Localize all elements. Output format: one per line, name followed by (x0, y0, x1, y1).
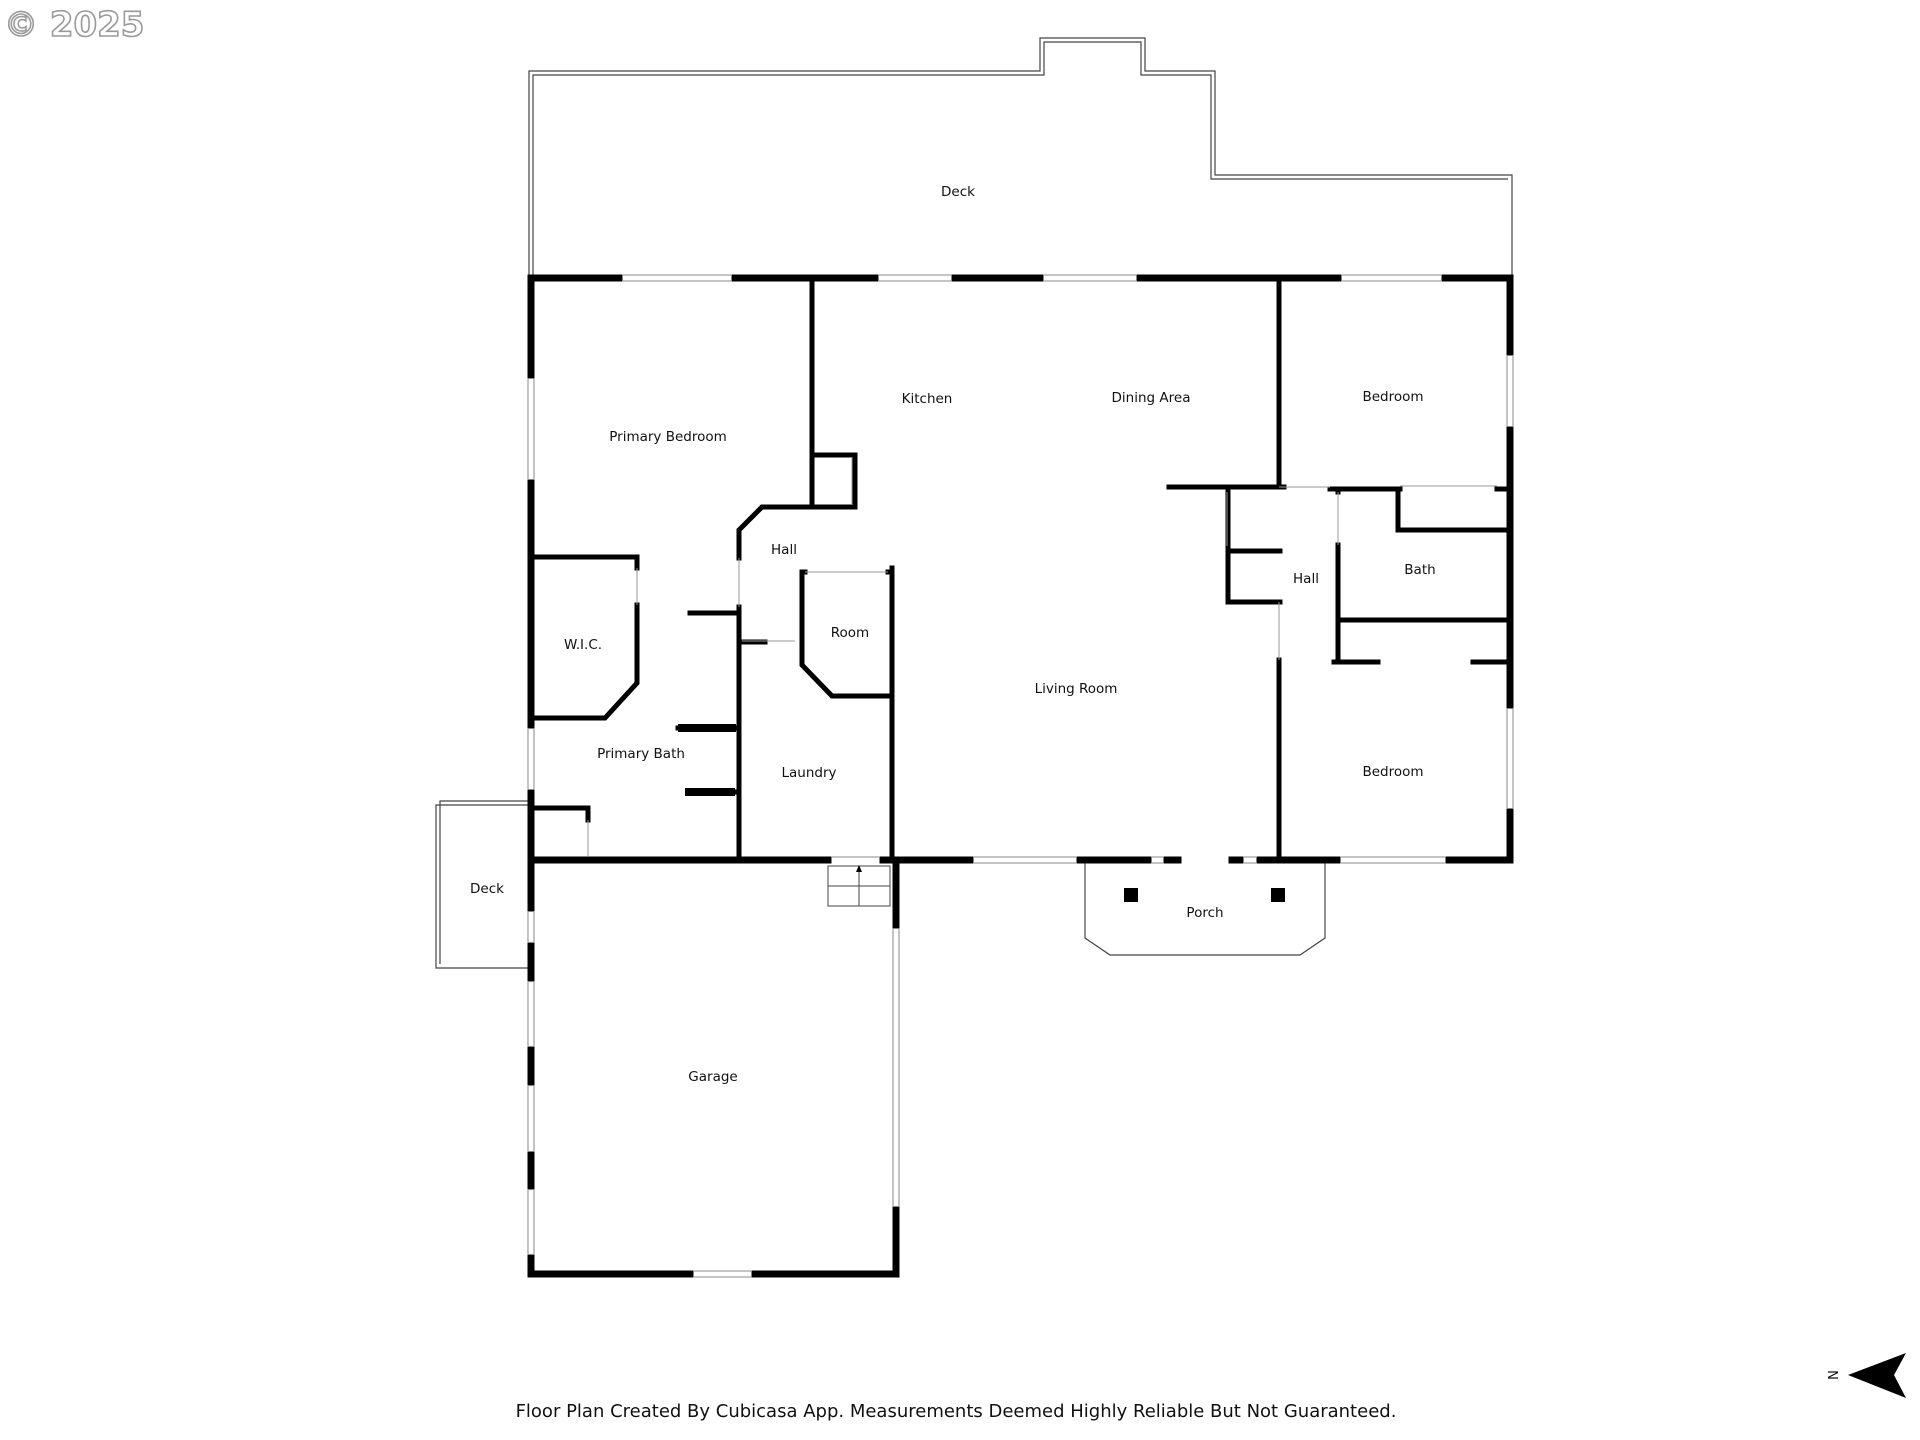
label-hall-left: Hall (771, 542, 797, 558)
label-garage: Garage (688, 1069, 737, 1085)
label-bedroom-upper: Bedroom (1362, 389, 1423, 405)
label-wic: W.I.C. (564, 637, 602, 653)
north-arrow-icon (1848, 1353, 1906, 1398)
door-openings (587, 458, 1497, 856)
label-hall-right: Hall (1293, 571, 1319, 587)
porch-post-right (1271, 888, 1285, 902)
label-dining-area: Dining Area (1112, 390, 1191, 406)
label-kitchen: Kitchen (902, 391, 953, 407)
porch-outline (1084, 858, 1326, 956)
porch-post-left (1124, 888, 1138, 902)
bath-fixture-top (678, 724, 736, 732)
footer-disclaimer: Floor Plan Created By Cubicasa App. Meas… (516, 1401, 1397, 1422)
windows (527, 274, 1514, 1278)
step-arrow-icon (856, 865, 862, 872)
bath-fixture-bottom (685, 788, 735, 796)
label-bedroom-lower: Bedroom (1362, 764, 1423, 780)
label-deck-side: Deck (470, 881, 504, 897)
label-primary-bedroom: Primary Bedroom (609, 429, 727, 445)
interior-walls (528, 275, 1513, 863)
label-porch: Porch (1186, 905, 1223, 921)
deck-outline-side (435, 800, 531, 969)
label-laundry: Laundry (781, 765, 836, 781)
exterior-walls (527, 274, 1514, 1278)
label-primary-bath: Primary Bath (597, 746, 685, 762)
label-bath: Bath (1404, 562, 1435, 578)
label-room: Room (831, 625, 869, 641)
copyright-watermark: © 2025 (4, 5, 144, 45)
deck-outline-top (528, 37, 1513, 278)
compass-label: N (1824, 1370, 1839, 1380)
label-living-room: Living Room (1035, 681, 1118, 697)
label-deck-top: Deck (941, 184, 975, 200)
